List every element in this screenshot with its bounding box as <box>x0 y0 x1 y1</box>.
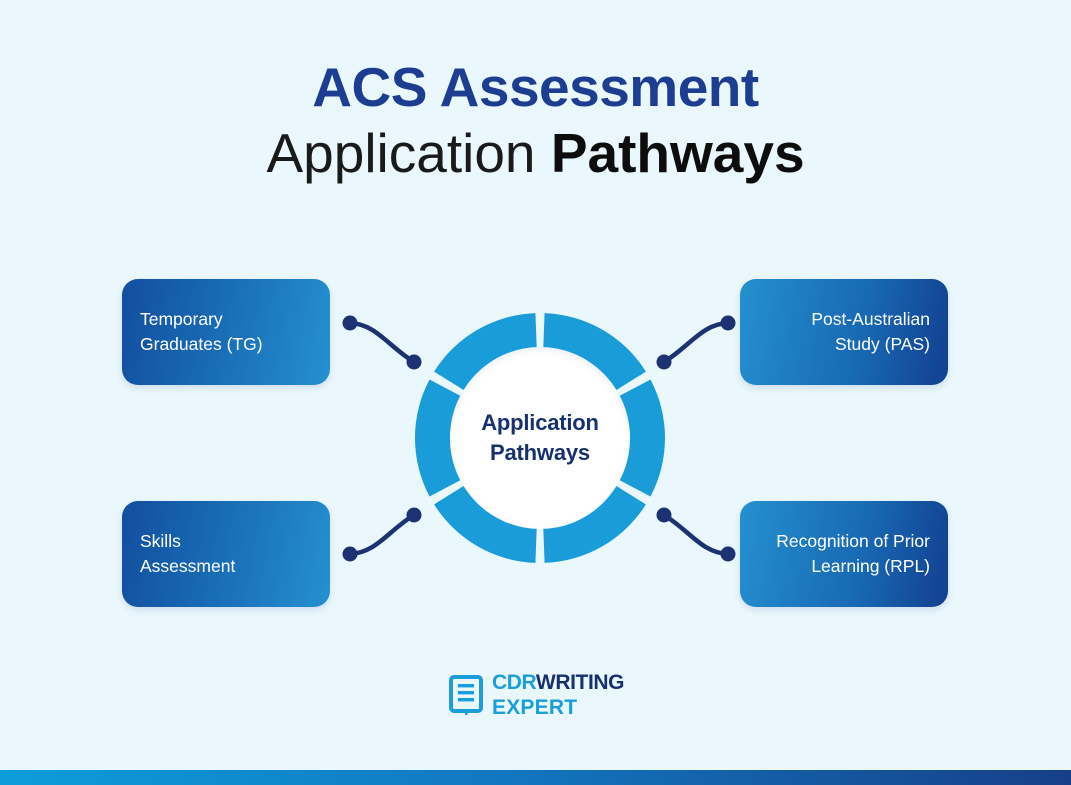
connector-dot <box>406 354 422 370</box>
donut-center-line-1: Application <box>481 410 599 436</box>
donut-center-line-2: Pathways <box>490 440 590 465</box>
donut-ring-graphic <box>415 313 665 563</box>
donut-segment <box>434 485 537 563</box>
pathway-box-recognition-of-prior-learning[interactable]: Recognition of Prior Learning (RPL) <box>740 501 948 607</box>
connector-temporary-graduates <box>342 315 422 370</box>
connector-skills-assessment <box>342 507 422 562</box>
pathway-box-label: Skills Assessment <box>140 530 236 576</box>
pathway-box-label: Post-Australian Study (PAS) <box>811 308 930 354</box>
title-word-pathways: Pathways <box>550 122 805 185</box>
logo-wordmark: CDRWRITING EXPERT <box>492 671 625 718</box>
pathway-box-post-australian-study[interactable]: Post-Australian Study (PAS) <box>740 279 948 385</box>
center-donut: Application Pathways <box>414 311 666 565</box>
title-word-application: Application <box>266 122 551 185</box>
donut-segment <box>619 379 665 497</box>
donut-center-label: Application Pathways <box>450 347 630 529</box>
logo-text-writing: WRITING <box>535 671 625 694</box>
pathway-box-skills-assessment[interactable]: Skills Assessment <box>122 501 330 607</box>
connector-dot <box>656 507 672 523</box>
connector-dot <box>342 315 358 331</box>
page-title: ACS Assessment Application Pathways <box>0 58 1071 183</box>
logo-row-top: CDRWRITING <box>492 671 625 694</box>
title-line-primary: ACS Assessment <box>312 56 759 118</box>
title-line-secondary: Application Pathways <box>0 124 1071 182</box>
donut-segment <box>543 485 646 563</box>
donut-segment <box>543 313 646 391</box>
brand-logo: CDRWRITING EXPERT <box>449 670 639 720</box>
connector-post-australian-study <box>656 315 736 370</box>
pathway-box-label: Temporary Graduates (TG) <box>140 308 263 354</box>
logo-row-bottom: EXPERT <box>492 697 624 718</box>
connector-dot <box>720 546 736 562</box>
pathway-box-temporary-graduates[interactable]: Temporary Graduates (TG) <box>122 279 330 385</box>
donut-segment <box>415 379 461 497</box>
logo-text-cdr: CDR <box>492 671 536 694</box>
connector-recognition-of-prior-learning <box>656 507 736 562</box>
connector-dot <box>720 315 736 331</box>
donut-segment <box>434 313 537 391</box>
document-lines-icon <box>449 675 483 715</box>
connector-dot <box>406 507 422 523</box>
pathway-box-label: Recognition of Prior Learning (RPL) <box>776 530 930 576</box>
logo-text-expert: EXPERT <box>492 696 578 719</box>
connector-dot <box>656 354 672 370</box>
bottom-accent-bar <box>0 770 1071 785</box>
connector-dot <box>342 546 358 562</box>
